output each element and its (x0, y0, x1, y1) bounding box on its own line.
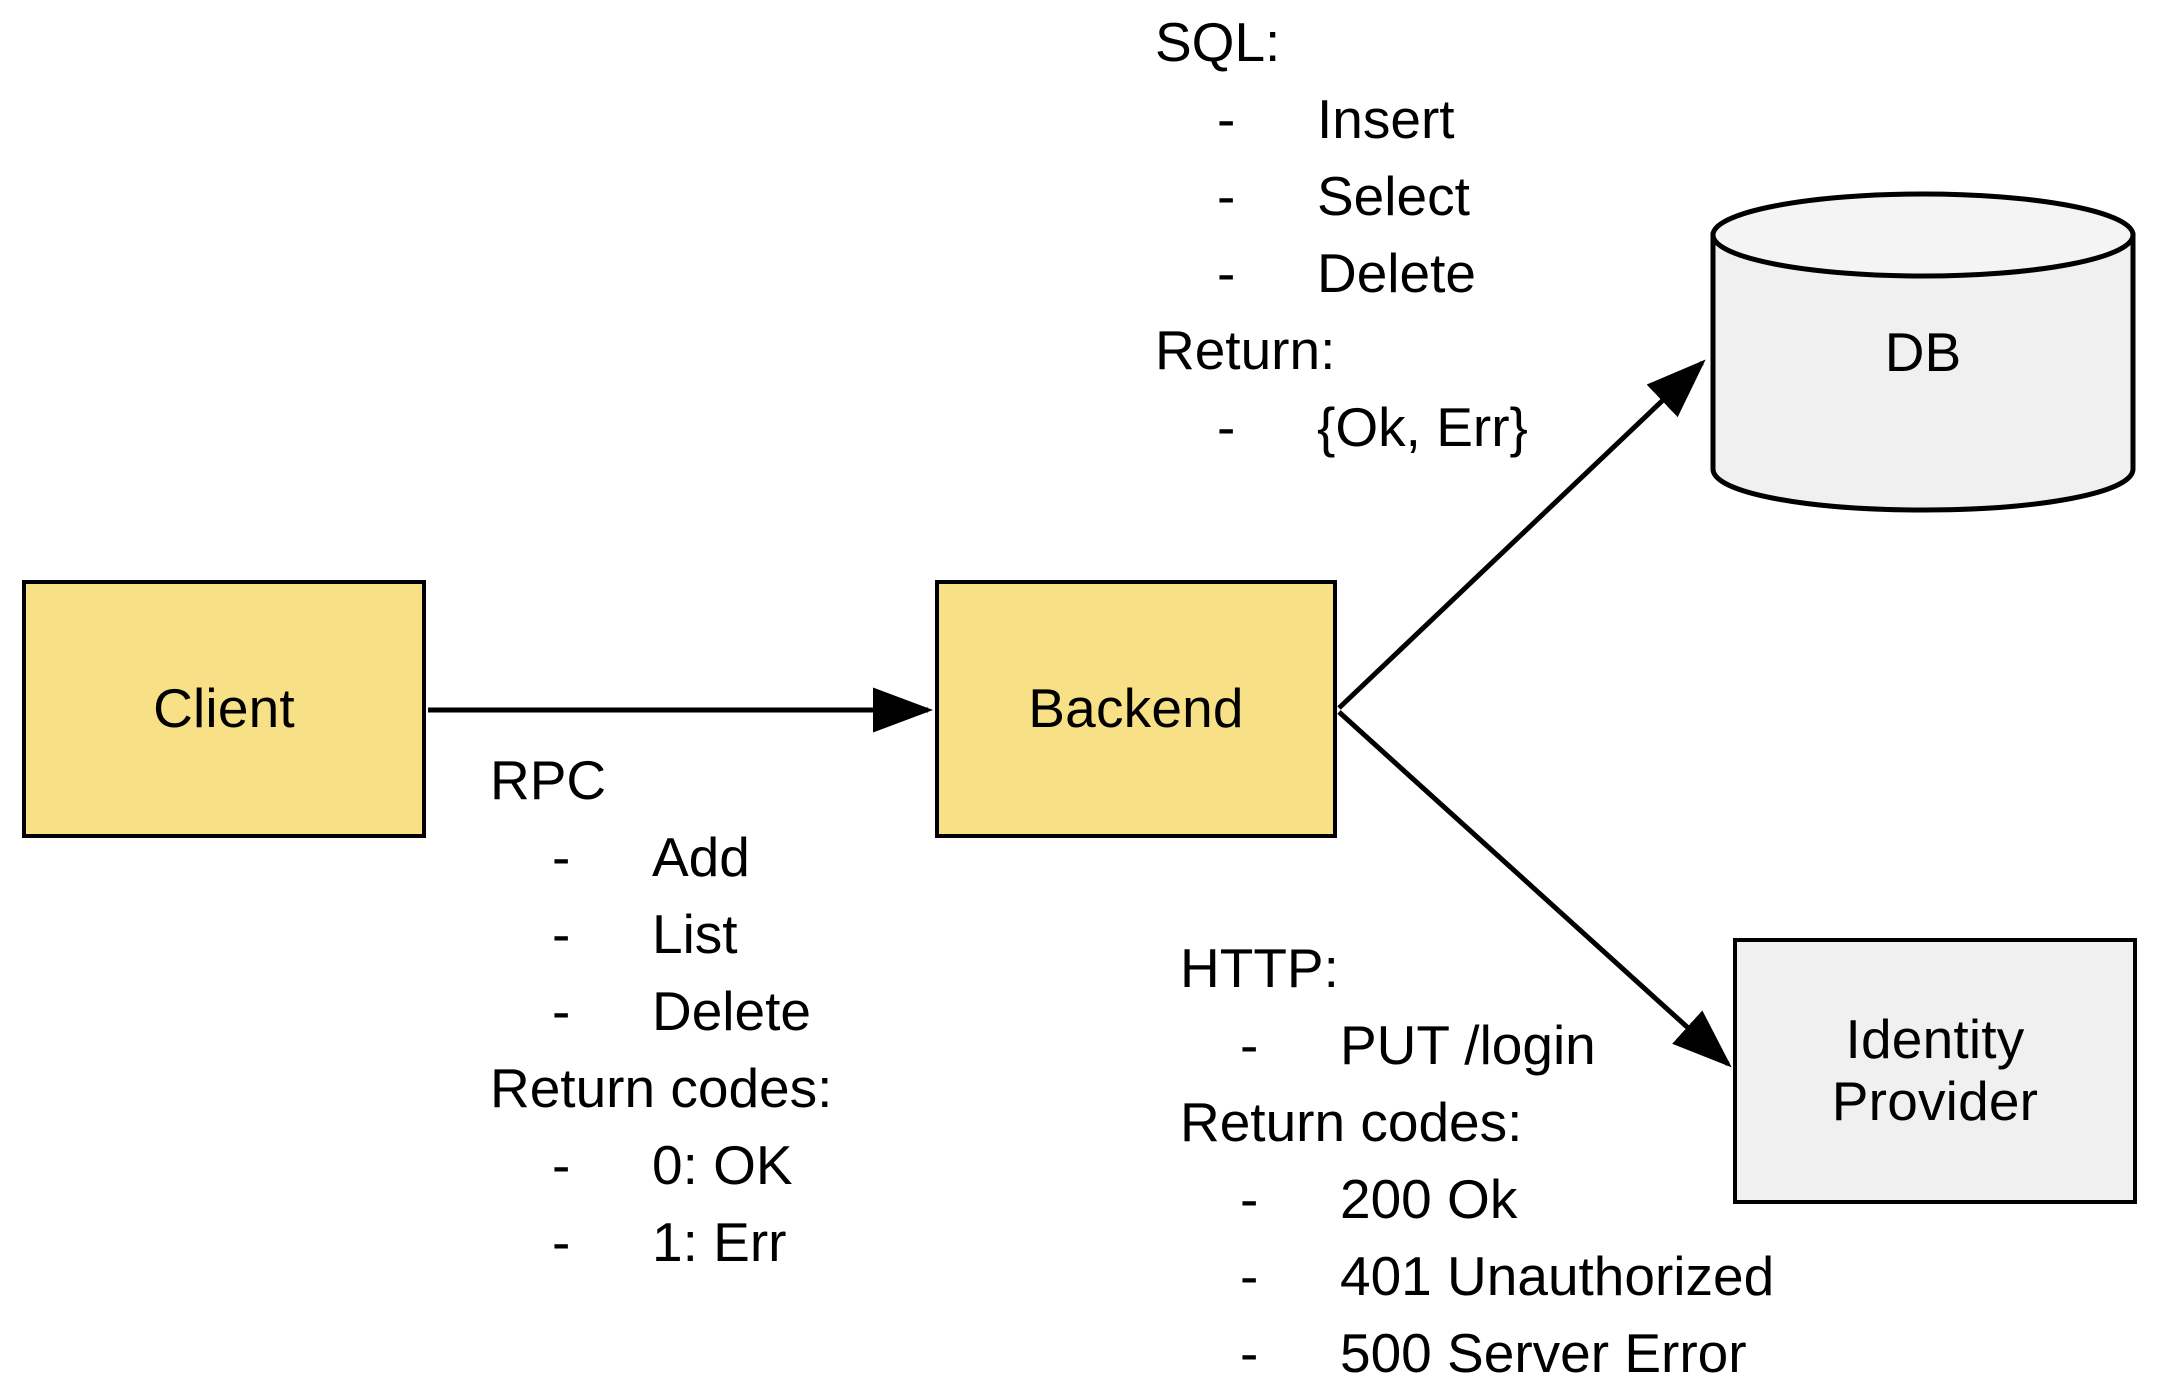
annotation-rpc-return-code-0: - 0: OK (490, 1127, 832, 1204)
annotation-http: HTTP: -PUT /login Return codes: -200 Ok … (1180, 930, 1774, 1392)
annotation-rpc: RPC - Add - List - Delete Return codes: - 0:… (490, 742, 832, 1281)
bullet-dash: - (1217, 242, 1236, 304)
annotation-sql-item-label: Delete (1317, 242, 1476, 304)
annotation-http-return-code-401: - 401 Unauthorized (1180, 1238, 1774, 1315)
annotation-sql-return-ok-err: - {Ok, Err} (1155, 389, 1528, 466)
node-identity-provider-label: Identity Provider (1831, 1008, 2039, 1132)
annotation-rpc-item-label: List (652, 903, 738, 965)
annotation-rpc-item-delete: - Delete (490, 973, 832, 1050)
annotation-rpc-return-label: 1: Err (652, 1211, 787, 1273)
annotation-http-return-code-500: - 500 Server Error (1180, 1315, 1774, 1392)
bullet-dash: - (1217, 396, 1236, 458)
bullet-dash: - (552, 980, 571, 1042)
bullet-dash: - (1240, 1014, 1259, 1076)
bullet-dash: - (552, 903, 571, 965)
bullet-dash: - (552, 826, 571, 888)
bullet-dash: - (1240, 1168, 1259, 1230)
annotation-http-return-label: 500 Server Error (1340, 1322, 1747, 1384)
annotation-http-subheading: Return codes: (1180, 1091, 1523, 1153)
bullet-dash: - (552, 1134, 571, 1196)
annotation-sql-item-insert: - Insert (1155, 81, 1528, 158)
annotation-sql-subheading: Return: (1155, 319, 1336, 381)
node-client-label: Client (153, 677, 295, 740)
annotation-http-return-label: 401 Unauthorized (1340, 1245, 1775, 1307)
bullet-dash: - (1217, 88, 1236, 150)
node-db-label: DB (1884, 321, 1962, 383)
bullet-dash: - (1240, 1322, 1259, 1384)
annotation-http-heading: HTTP: (1180, 937, 1339, 999)
database-cylinder-icon (1710, 191, 2136, 513)
bullet-dash: - (552, 1211, 571, 1273)
annotation-sql-item-select: - Select (1155, 158, 1528, 235)
bullet-dash: - (1217, 165, 1236, 227)
annotation-rpc-item-label: Add (652, 826, 750, 888)
annotation-sql-heading: SQL: (1155, 11, 1281, 73)
node-client[interactable]: Client (22, 580, 426, 838)
annotation-rpc-return-label: 0: OK (652, 1134, 793, 1196)
node-db[interactable]: DB (1710, 191, 2136, 513)
annotation-rpc-subheading: Return codes: (490, 1057, 833, 1119)
node-identity-provider[interactable]: Identity Provider (1733, 938, 2137, 1204)
annotation-sql-item-label: Insert (1317, 88, 1455, 150)
annotation-rpc-item-label: Delete (652, 980, 811, 1042)
annotation-sql-item-label: Select (1317, 165, 1470, 227)
annotation-rpc-return-code-1: - 1: Err (490, 1204, 832, 1281)
node-backend-label: Backend (1028, 677, 1244, 740)
annotation-http-return-label: 200 Ok (1340, 1168, 1518, 1230)
annotation-rpc-item-list: - List (490, 896, 832, 973)
annotation-sql-return-label: {Ok, Err} (1317, 396, 1528, 458)
annotation-sql: SQL: - Insert - Select - Delete Return: - {O… (1155, 4, 1528, 466)
node-backend[interactable]: Backend (935, 580, 1337, 838)
annotation-http-item-label: PUT /login (1340, 1014, 1596, 1076)
annotation-rpc-item-add: - Add (490, 819, 832, 896)
bullet-dash: - (1240, 1245, 1259, 1307)
annotation-rpc-heading: RPC (490, 749, 607, 811)
annotation-http-item-put-login: - PUT /login (1180, 1007, 1774, 1084)
annotation-sql-item-delete: - Delete (1155, 235, 1528, 312)
annotation-http-return-code-200: - 200 Ok (1180, 1161, 1774, 1238)
